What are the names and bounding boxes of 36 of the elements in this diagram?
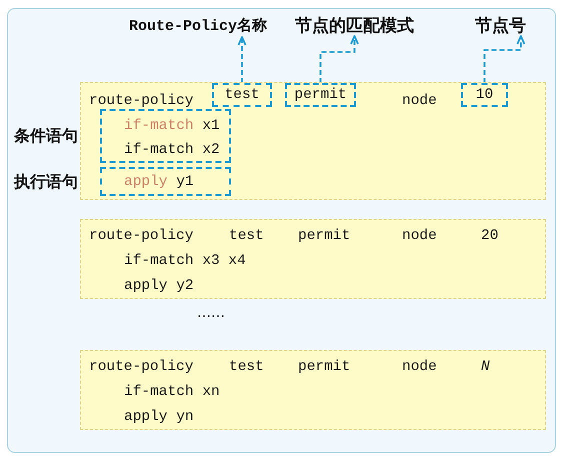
- code-text: apply y2: [124, 277, 194, 296]
- code-panel: [80, 219, 546, 299]
- side-label: 执行语句: [14, 170, 78, 192]
- code-text: test: [229, 227, 264, 246]
- code-text: 20: [481, 227, 498, 246]
- code-text: if-match xn: [124, 383, 220, 402]
- highlight-box: [285, 83, 356, 107]
- annotation-label: Route-Policy名称: [129, 17, 268, 37]
- code-text: route-policy: [89, 358, 194, 377]
- highlight-box: [461, 83, 508, 107]
- code-text: node: [402, 358, 437, 377]
- code-text: 10: [476, 86, 494, 105]
- code-text: apply yn: [124, 408, 194, 427]
- code-text: permit: [298, 358, 350, 377]
- code-text: node: [402, 227, 437, 246]
- highlight-box: [212, 83, 272, 107]
- code-text: if-match x1: [124, 117, 220, 136]
- code-text: apply y1: [124, 172, 194, 192]
- code-text: route-policy: [89, 227, 194, 246]
- annotation-label: 节点号: [475, 16, 526, 36]
- annotation-label: 节点的匹配模式: [295, 16, 414, 36]
- code-text: route-policy: [89, 92, 194, 111]
- code-text: permit: [294, 86, 347, 105]
- ellipsis-text: ……: [197, 305, 225, 321]
- code-text: if-match x2: [124, 141, 220, 160]
- code-text: N: [481, 358, 490, 377]
- code-panel: [80, 350, 546, 430]
- leader-arrow: [320, 35, 359, 83]
- leader-arrow: [484, 35, 526, 83]
- code-text: test: [229, 358, 264, 377]
- code-text: permit: [298, 227, 350, 246]
- code-text: node: [402, 92, 437, 111]
- side-label: 条件语句: [14, 125, 78, 147]
- code-text: test: [224, 86, 260, 105]
- code-text: if-match x3 x4: [124, 252, 246, 271]
- leader-arrow: [238, 36, 246, 83]
